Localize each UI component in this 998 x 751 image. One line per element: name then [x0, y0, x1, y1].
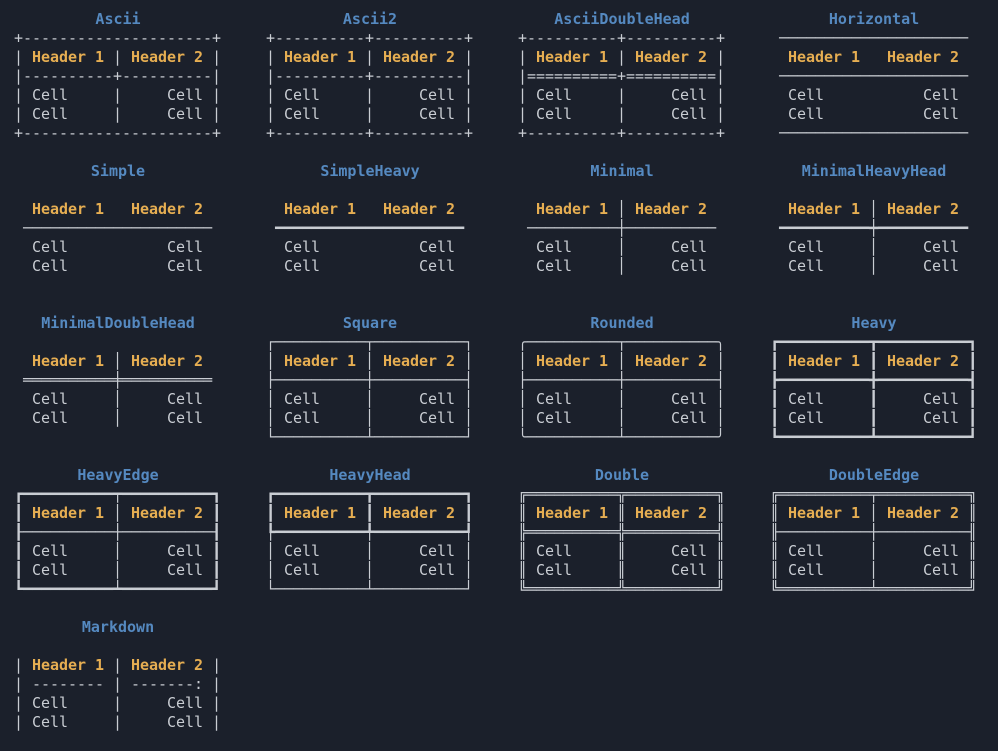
table-art-heavyhead: ┏━━━━━━━━━━┳━━━━━━━━━━┓ ┃ Header 1 ┃ Hea…: [266, 485, 474, 598]
table-block-heavyhead: HeavyHead ┏━━━━━━━━━━┳━━━━━━━━━━┓ ┃ Head…: [266, 466, 474, 599]
table-block-simpleheavy: SimpleHeavy Header 1 Header 2 ━━━━━━━━━━…: [266, 162, 474, 295]
table-block-rounded: Rounded ╭──────────┬──────────╮ │ Header…: [518, 314, 726, 447]
table-art-minimalheavyhead: Header 1 │ Header 2 ━━━━━━━━━━┿━━━━━━━━━…: [779, 200, 969, 275]
table-block-horizontal: Horizontal ───────────────────── Header …: [770, 10, 978, 143]
table-block-minimaldoublehead: MinimalDoubleHead Header 1 │ Header 2 ══…: [14, 314, 222, 447]
table-title-minimal: Minimal: [590, 162, 654, 180]
table-title-square: Square: [342, 314, 398, 332]
table-title-doubleedge: DoubleEdge: [828, 466, 920, 484]
table-title-simple: Simple: [90, 162, 146, 180]
table-title-ascii: Ascii: [95, 10, 141, 28]
table-title-simpleheavy: SimpleHeavy: [320, 162, 420, 180]
table-block-heavyedge: HeavyEdge ┏━━━━━━━━━━┯━━━━━━━━━━┓ ┃ Head…: [14, 466, 222, 599]
table-art-rounded: ╭──────────┬──────────╮ │ Header 1 │ Hea…: [518, 333, 726, 446]
table-title-minimaldoublehead: MinimalDoubleHead: [41, 314, 195, 332]
table-title-heavyedge: HeavyEdge: [77, 466, 159, 484]
table-title-heavy: Heavy: [851, 314, 897, 332]
table-art-double: ╔══════════╦══════════╗ ║ Header 1 ║ Hea…: [518, 485, 726, 598]
table-art-square: ┌──────────┬──────────┐ │ Header 1 │ Hea…: [266, 333, 474, 446]
table-title-rounded: Rounded: [590, 314, 654, 332]
table-block-minimal: Minimal Header 1 │ Header 2 ──────────┼─…: [518, 162, 726, 295]
table-block-square: Square ┌──────────┬──────────┐ │ Header …: [266, 314, 474, 447]
table-title-horizontal: Horizontal: [828, 10, 920, 28]
table-art-simple: Header 1 Header 2 ───────────────────── …: [23, 200, 213, 275]
table-art-horizontal: ───────────────────── Header 1 Header 2 …: [779, 29, 969, 142]
table-block-ascii2: Ascii2 +----------+----------+ | Header …: [266, 10, 474, 143]
table-art-ascii: +---------------------+ | Header 1 | Hea…: [14, 29, 222, 142]
table-block-heavy: Heavy ┏━━━━━━━━━━┳━━━━━━━━━━┓ ┃ Header 1…: [770, 314, 978, 447]
table-art-heavy: ┏━━━━━━━━━━┳━━━━━━━━━━┓ ┃ Header 1 ┃ Hea…: [770, 333, 978, 446]
table-block-asciidoublehead: AsciiDoubleHead +----------+----------+ …: [518, 10, 726, 143]
table-block-markdown: Markdown | Header 1 | Header 2 | | -----…: [14, 618, 222, 751]
table-title-ascii2: Ascii2: [342, 10, 398, 28]
table-block-ascii: Ascii +---------------------+ | Header 1…: [14, 10, 222, 143]
table-block-double: Double ╔══════════╦══════════╗ ║ Header …: [518, 466, 726, 599]
table-title-markdown: Markdown: [81, 618, 155, 636]
table-art-asciidoublehead: +----------+----------+ | Header 1 | Hea…: [518, 29, 726, 142]
table-title-heavyhead: HeavyHead: [329, 466, 411, 484]
table-art-doubleedge: ╔══════════╤══════════╗ ║ Header 1 │ Hea…: [770, 485, 978, 598]
table-art-minimal: Header 1 │ Header 2 ──────────┼─────────…: [527, 200, 717, 275]
box-styles-grid: Ascii +---------------------+ | Header 1…: [14, 10, 978, 751]
table-art-minimaldoublehead: Header 1 │ Header 2 ══════════╪═════════…: [23, 352, 213, 427]
table-title-minimalheavyhead: MinimalHeavyHead: [801, 162, 947, 180]
table-art-simpleheavy: Header 1 Header 2 ━━━━━━━━━━━━━━━━━━━━━ …: [275, 200, 465, 275]
table-art-heavyedge: ┏━━━━━━━━━━┯━━━━━━━━━━┓ ┃ Header 1 │ Hea…: [14, 485, 222, 598]
table-block-minimalheavyhead: MinimalHeavyHead Header 1 │ Header 2 ━━━…: [770, 162, 978, 295]
table-art-markdown: | Header 1 | Header 2 | | -------- | ---…: [14, 656, 222, 731]
table-block-doubleedge: DoubleEdge ╔══════════╤══════════╗ ║ Hea…: [770, 466, 978, 599]
table-art-ascii2: +----------+----------+ | Header 1 | Hea…: [266, 29, 474, 142]
table-title-double: Double: [594, 466, 650, 484]
table-block-simple: Simple Header 1 Header 2 ───────────────…: [14, 162, 222, 295]
table-title-asciidoublehead: AsciiDoubleHead: [554, 10, 690, 28]
